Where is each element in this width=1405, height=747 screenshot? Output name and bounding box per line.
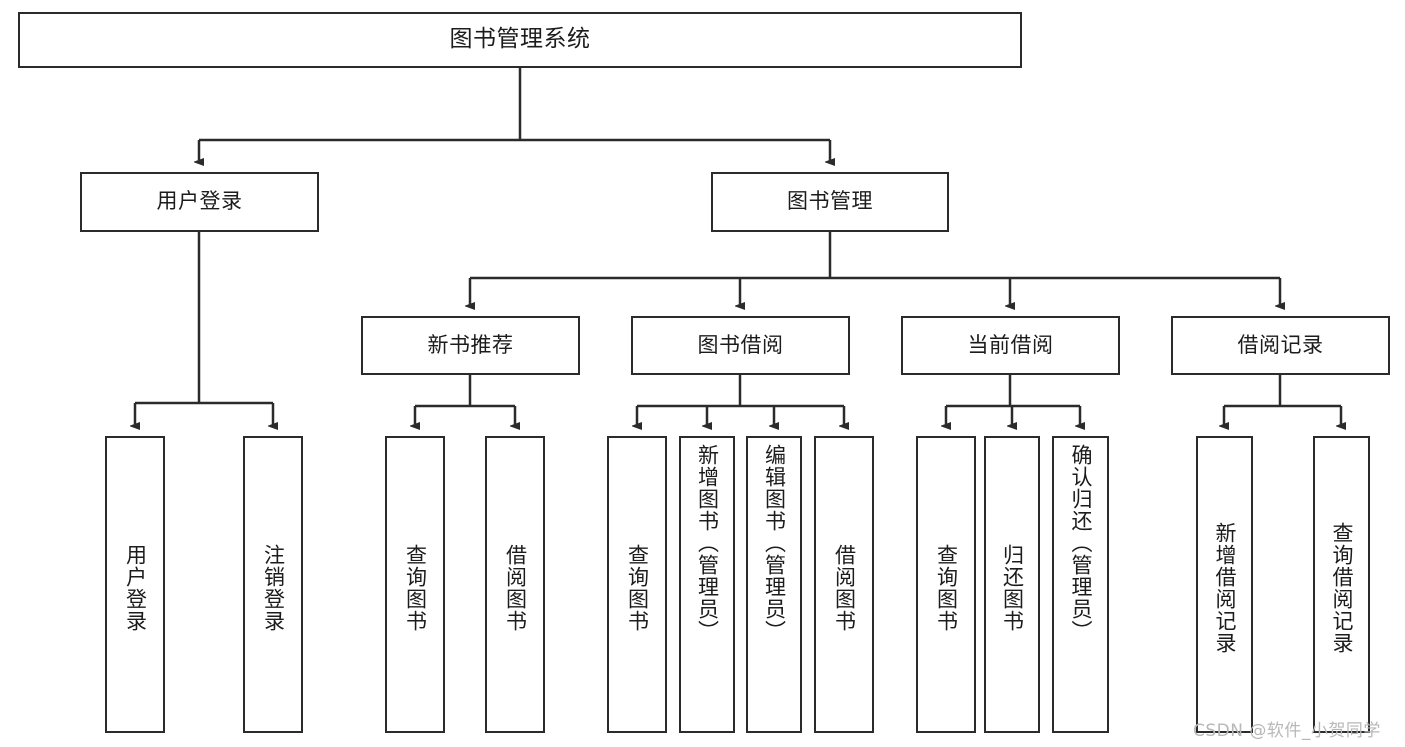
leaf-node-borrow-books[interactable]: 借阅图书 bbox=[814, 436, 874, 733]
leaf-node-return-books[interactable]: 归还图书 bbox=[984, 436, 1040, 733]
node-borrow-records-label: 借阅记录 bbox=[1237, 332, 1324, 357]
leaf-label: 查询图书 bbox=[403, 543, 428, 632]
leaf-label: 用户登录 bbox=[123, 543, 148, 632]
node-root-system[interactable]: 图书管理系统 bbox=[18, 12, 1022, 68]
leaf-node-confirm-return-admin[interactable]: 确认归还（管理员） bbox=[1052, 436, 1109, 733]
node-root-label: 图书管理系统 bbox=[449, 26, 591, 53]
leaf-node-add-book-admin[interactable]: 新增图书（管理员） bbox=[679, 436, 735, 733]
leaf-node-query-books-newbooks[interactable]: 查询图书 bbox=[385, 436, 445, 733]
leaf-node-logout[interactable]: 注销登录 bbox=[243, 436, 303, 733]
node-book-management-label: 图书管理 bbox=[787, 189, 873, 214]
node-new-book-recommend[interactable]: 新书推荐 bbox=[361, 316, 580, 375]
leaf-label: 确认归还（管理员） bbox=[1068, 444, 1093, 642]
leaf-node-query-borrow-record[interactable]: 查询借阅记录 bbox=[1313, 436, 1370, 733]
leaf-label: 注销登录 bbox=[261, 543, 286, 632]
leaf-label: 查询借阅记录 bbox=[1329, 521, 1354, 654]
node-borrow-records[interactable]: 借阅记录 bbox=[1171, 316, 1390, 375]
leaf-node-user-login[interactable]: 用户登录 bbox=[105, 436, 165, 733]
leaf-label: 查询图书 bbox=[625, 543, 650, 632]
leaf-label: 借阅图书 bbox=[832, 543, 857, 632]
leaf-label: 借阅图书 bbox=[503, 543, 528, 632]
leaf-node-borrow-books-newbooks[interactable]: 借阅图书 bbox=[485, 436, 545, 733]
watermark-text: CSDN @软件_小贺同学 bbox=[1193, 721, 1381, 741]
leaf-label: 归还图书 bbox=[1000, 543, 1025, 632]
leaf-label: 新增图书（管理员） bbox=[695, 444, 720, 642]
leaf-node-query-books-borrow[interactable]: 查询图书 bbox=[607, 436, 667, 733]
node-current-borrow[interactable]: 当前借阅 bbox=[901, 316, 1120, 375]
leaf-node-add-borrow-record[interactable]: 新增借阅记录 bbox=[1196, 436, 1253, 733]
node-book-management[interactable]: 图书管理 bbox=[711, 172, 949, 232]
node-new-book-recommend-label: 新书推荐 bbox=[427, 332, 514, 357]
node-book-borrow-label: 图书借阅 bbox=[697, 332, 784, 357]
node-user-login[interactable]: 用户登录 bbox=[80, 172, 319, 232]
node-user-login-label: 用户登录 bbox=[156, 189, 243, 214]
leaf-node-query-books-current[interactable]: 查询图书 bbox=[916, 436, 976, 733]
node-current-borrow-label: 当前借阅 bbox=[967, 332, 1054, 357]
leaf-label: 查询图书 bbox=[934, 543, 959, 632]
leaf-label: 编辑图书（管理员） bbox=[762, 444, 787, 642]
leaf-label: 新增借阅记录 bbox=[1212, 521, 1237, 654]
leaf-node-edit-book-admin[interactable]: 编辑图书（管理员） bbox=[746, 436, 802, 733]
node-book-borrow[interactable]: 图书借阅 bbox=[631, 316, 850, 375]
